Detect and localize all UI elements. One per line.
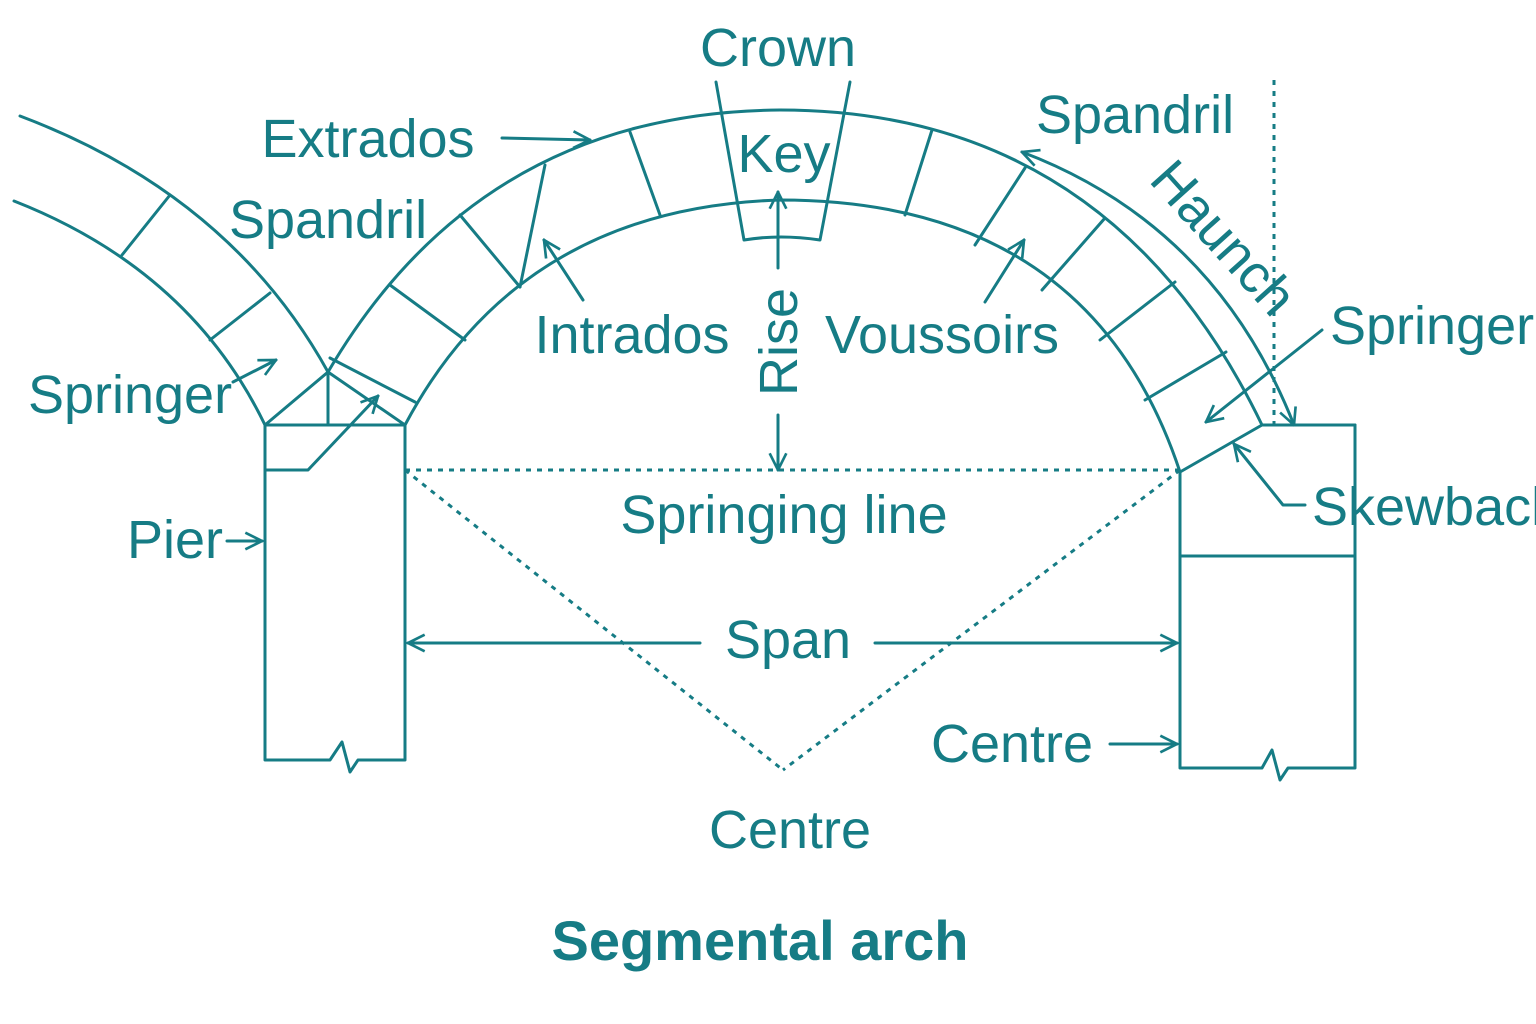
voussoirs-label: Voussoirs	[825, 305, 1059, 365]
intrados-label: Intrados	[534, 305, 729, 365]
labels: Crown Extrados Key Spandril Spandril Hau…	[28, 18, 1536, 972]
springer-right-label: Springer	[1330, 296, 1534, 356]
key-label: Key	[737, 124, 830, 184]
springing-line-label: Springing line	[620, 485, 947, 545]
spandril-right-label: Spandril	[1036, 85, 1234, 145]
right-pier	[1178, 423, 1357, 782]
centre-right-label: Centre	[931, 714, 1093, 774]
key-stone	[714, 80, 852, 242]
left-pier	[263, 396, 407, 774]
haunch-arrow	[1022, 152, 1294, 425]
crown-label: Crown	[700, 18, 856, 78]
springer-left-label: Springer	[28, 365, 232, 425]
pointer-arrows	[225, 138, 1324, 744]
pier-label: Pier	[127, 510, 223, 570]
left-adjacent-arch	[12, 114, 330, 427]
diagram-title: Segmental arch	[551, 909, 968, 972]
right-skewback-stone	[1178, 423, 1357, 474]
span-label: Span	[725, 610, 851, 670]
spandril-left-label: Spandril	[229, 190, 427, 250]
rise-label: Rise	[749, 288, 809, 396]
centre-bottom-label: Centre	[709, 800, 871, 860]
extrados-label: Extrados	[261, 109, 474, 169]
skewback-label: Skewback	[1312, 477, 1536, 537]
left-springer-stone	[263, 370, 407, 427]
